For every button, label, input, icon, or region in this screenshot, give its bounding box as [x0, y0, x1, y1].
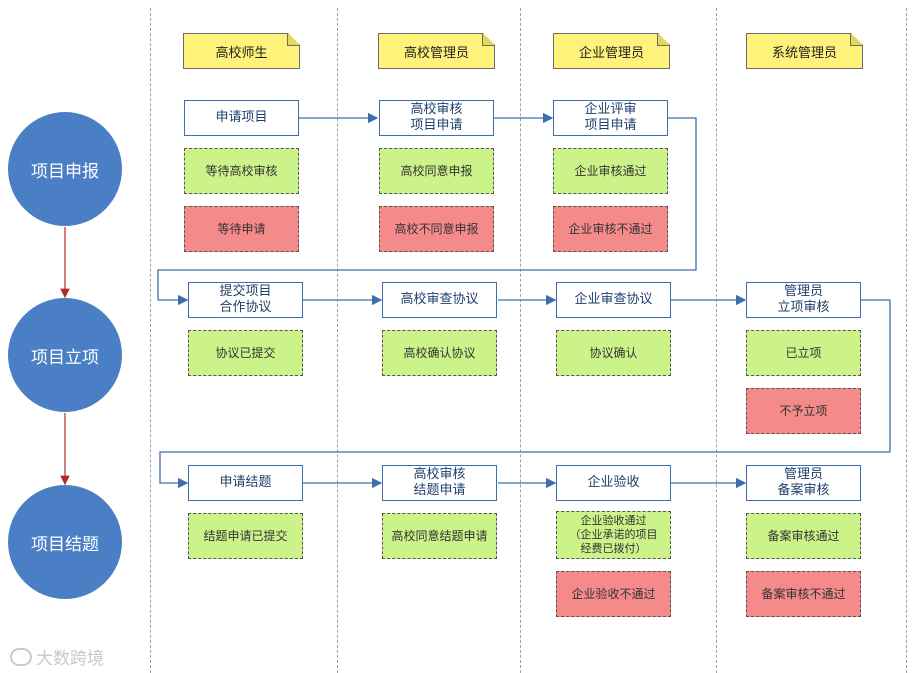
status-record-fail: 备案审核不通过 — [746, 571, 861, 617]
task-admin-approval: 管理员 立项审核 — [746, 282, 861, 318]
lane-header-school-admin: 高校管理员 — [378, 33, 495, 69]
flow-arrow — [159, 299, 891, 489]
phase-project-closure: 项目结题 — [8, 485, 122, 599]
status-agreement-submitted: 协议已提交 — [188, 330, 303, 376]
task-apply-project: 申请项目 — [184, 100, 299, 136]
lane-divider — [906, 8, 907, 673]
task-school-review-application: 高校审核 项目申请 — [379, 100, 494, 136]
status-project-established: 已立项 — [746, 330, 861, 376]
status-closure-submitted: 结题申请已提交 — [188, 513, 303, 559]
watermark-logo-icon — [10, 647, 32, 666]
status-record-pass: 备案审核通过 — [746, 513, 861, 559]
task-company-check-agreement: 企业审查协议 — [556, 282, 671, 318]
lane-divider — [150, 8, 151, 673]
task-school-review-closure: 高校审核 结题申请 — [382, 465, 497, 501]
lane-header-company-admin: 企业管理员 — [553, 33, 670, 69]
status-school-disagree: 高校不同意申报 — [379, 206, 494, 252]
task-company-acceptance: 企业验收 — [556, 465, 671, 501]
task-submit-agreement: 提交项目 合作协议 — [188, 282, 303, 318]
status-company-pass: 企业审核通过 — [553, 148, 668, 194]
status-wait-school-review: 等待高校审核 — [184, 148, 299, 194]
lane-divider — [337, 8, 338, 673]
status-acceptance-pass: 企业验收通过 （企业承诺的项目 经费已拨付） — [556, 511, 671, 559]
lane-header-teachers-students: 高校师生 — [183, 33, 300, 69]
task-school-check-agreement: 高校审查协议 — [382, 282, 497, 318]
task-company-review-application: 企业评审 项目申请 — [553, 100, 668, 136]
phase-project-establishment: 项目立项 — [8, 298, 122, 412]
status-school-agree-closure: 高校同意结题申请 — [382, 513, 497, 559]
status-not-established: 不予立项 — [746, 388, 861, 434]
lane-divider — [520, 8, 521, 673]
status-acceptance-fail: 企业验收不通过 — [556, 571, 671, 617]
flow-arrow — [157, 117, 697, 306]
watermark: 大数跨境 — [10, 644, 104, 669]
task-apply-closure: 申请结题 — [188, 465, 303, 501]
lane-divider — [716, 8, 717, 673]
watermark-text: 大数跨境 — [36, 649, 104, 669]
task-admin-record: 管理员 备案审核 — [746, 465, 861, 501]
status-wait-apply: 等待申请 — [184, 206, 299, 252]
phase-project-application: 项目申报 — [8, 112, 122, 226]
status-agreement-confirmed: 协议确认 — [556, 330, 671, 376]
lane-header-system-admin: 系统管理员 — [746, 33, 863, 69]
status-school-confirm-agreement: 高校确认协议 — [382, 330, 497, 376]
status-school-agree: 高校同意申报 — [379, 148, 494, 194]
status-company-fail: 企业审核不通过 — [553, 206, 668, 252]
